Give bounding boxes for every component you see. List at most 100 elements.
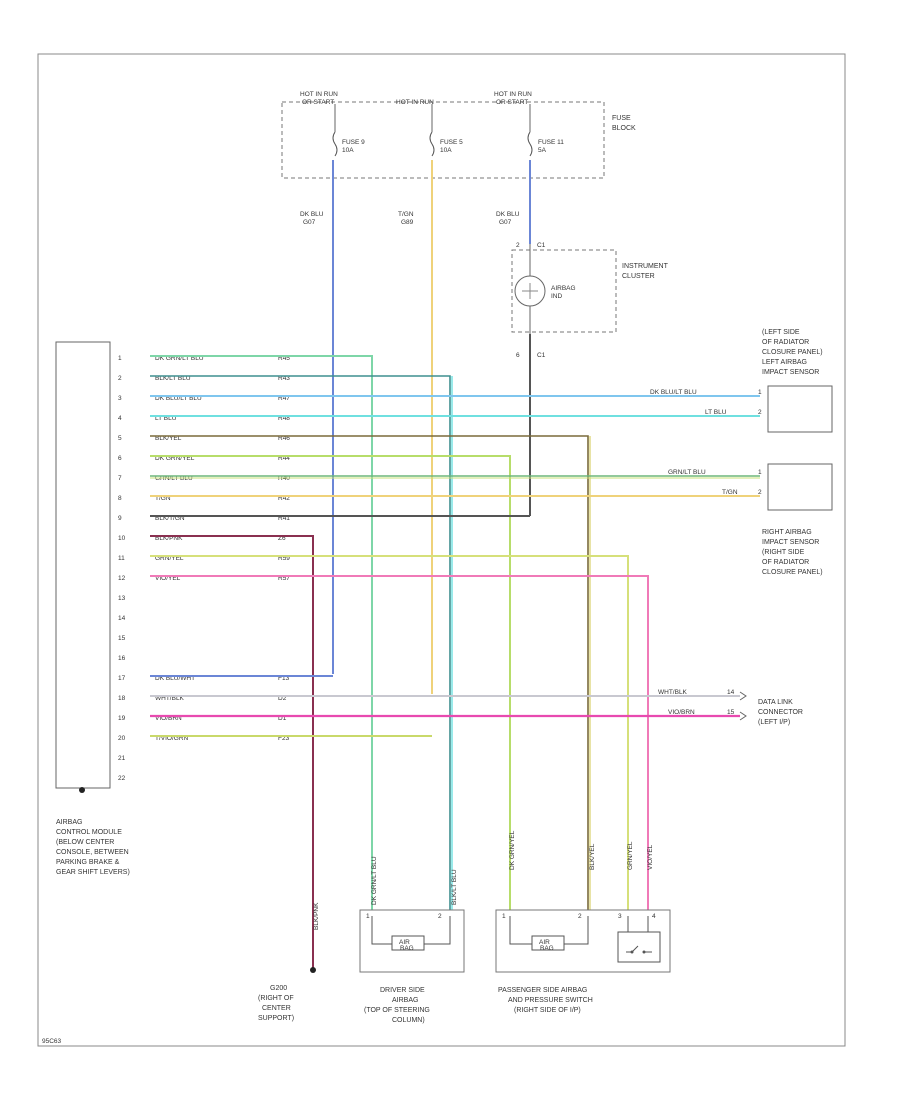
pin-number: 17 xyxy=(118,675,126,682)
pass-wire-1-label: DK GRN/YEL xyxy=(509,830,516,870)
control-module-body xyxy=(55,341,111,789)
module-label-5: PARKING BRAKE & xyxy=(56,859,120,866)
cluster-pin-top-connector: C1 xyxy=(537,242,546,249)
left-sensor-body xyxy=(767,385,833,433)
pin-number: 21 xyxy=(118,755,126,762)
right-sensor-label-5: CLOSURE PANEL) xyxy=(762,569,823,576)
fuse-c-power-label-2: OR START xyxy=(496,99,528,106)
pin-circuit: D2 xyxy=(278,695,287,702)
fuse-a-label: FUSE 9 xyxy=(342,139,365,146)
pin-circuit: R45 xyxy=(278,355,290,362)
fuse-block: HOT IN RUN OR START HOT IN RUN HOT IN RU… xyxy=(281,91,636,179)
module-label-2: CONTROL MODULE xyxy=(56,829,122,836)
switch-contact-dot-icon xyxy=(642,950,646,954)
diagram-code: 95C63 xyxy=(42,1038,62,1045)
pin-number: 4 xyxy=(118,415,122,422)
pin-number: 12 xyxy=(118,575,126,582)
left-impact-sensor: DK BLU/LT BLU 1 LT BLU 2 (LEFT SIDE OF R… xyxy=(650,329,833,433)
data-link-connector: WHT/BLK 14 VIO/BRN 15 DATA LINK CONNECTO… xyxy=(658,689,803,726)
pressure-switch-leads xyxy=(627,916,649,932)
pin-number: 8 xyxy=(118,495,122,502)
pin-wire-color: DK BLU/LT BLU xyxy=(155,395,202,402)
dlc-pin-2: 15 xyxy=(727,709,735,716)
fuse-b-label: FUSE 5 xyxy=(440,139,463,146)
wire-z6 xyxy=(150,535,314,968)
airbag-control-module: AIRBAG CONTROL MODULE (BELOW CENTER CONS… xyxy=(55,341,130,876)
cluster-pin-bottom-connector: C1 xyxy=(537,352,546,359)
pin-number: 11 xyxy=(118,555,125,562)
module-label-6: GEAR SHIFT LEVERS) xyxy=(56,869,130,876)
pass-label-2: AND PRESSURE SWITCH xyxy=(508,997,593,1004)
dlc-pin-2-arrow-icon xyxy=(739,711,747,721)
right-sensor-wire-2: T/GN xyxy=(722,489,738,496)
right-sensor-label-4: OF RADIATOR xyxy=(762,559,809,566)
dlc-pin-1-arrow-icon xyxy=(739,691,747,701)
driver-pin-1: 1 xyxy=(366,913,370,920)
fuse-block-title-2: BLOCK xyxy=(612,125,636,132)
dlc-label-3: (LEFT I/P) xyxy=(758,719,790,726)
fuse-a-power-label-2: OR START xyxy=(302,99,334,106)
driver-wire-2-label: BLK/LT BLU xyxy=(451,869,458,905)
wire-r44 xyxy=(150,455,511,912)
fuse-a-amp: 10A xyxy=(342,147,354,154)
pass-pin-2: 2 xyxy=(578,913,582,920)
pin-circuit: R44 xyxy=(278,455,290,462)
pass-label-1: PASSENGER SIDE AIRBAG xyxy=(498,987,587,994)
pass-pin-4: 4 xyxy=(652,913,656,920)
pass-airbag-inner: AIR xyxy=(539,939,550,946)
ground-label-2: (RIGHT OF xyxy=(258,995,294,1002)
passenger-side-airbag: DK GRN/YEL BLK/YEL GRN/YEL VIO/YEL 1 2 3… xyxy=(495,830,671,1014)
driver-pin-2: 2 xyxy=(438,913,442,920)
pin-number: 22 xyxy=(118,775,126,782)
right-sensor-label-2: IMPACT SENSOR xyxy=(762,539,819,546)
pin-wire-color: LT BLU xyxy=(155,415,177,422)
fuse-c-power-label: HOT IN RUN xyxy=(494,91,532,98)
wire-top-3-label: DK BLU xyxy=(496,211,520,218)
right-sensor-pin-1: 1 xyxy=(758,469,762,476)
module-label-3: (BELOW CENTER xyxy=(56,839,114,846)
pin-circuit: Z6 xyxy=(278,535,286,542)
dlc-wire-1: WHT/BLK xyxy=(658,689,688,696)
wire-r46 xyxy=(150,435,589,912)
pin-circuit: R47 xyxy=(278,395,290,402)
pin-number: 10 xyxy=(118,535,126,542)
pin-number: 9 xyxy=(118,515,122,522)
ground-label-1: G200 xyxy=(270,985,287,992)
diagram-frame xyxy=(37,53,846,1047)
driver-label-1: DRIVER SIDE xyxy=(380,987,425,994)
pin-wire-color: VIO/BRN xyxy=(155,715,182,722)
fuse-a-symbol xyxy=(332,131,338,157)
left-sensor-label-1: (LEFT SIDE xyxy=(762,329,800,336)
driver-label-4: COLUMN) xyxy=(392,1017,425,1024)
wire-r45 xyxy=(150,355,373,912)
fuse-b-symbol xyxy=(429,131,435,157)
module-ground-dot-icon xyxy=(79,787,85,793)
left-sensor-wire-2: LT BLU xyxy=(705,409,727,416)
pin-wire-color: T/GN xyxy=(155,495,171,502)
fuse-block-title: FUSE xyxy=(612,115,631,122)
left-sensor-label-2: OF RADIATOR xyxy=(762,339,809,346)
pin-number: 15 xyxy=(118,635,126,642)
pin-wire-color: VIO/YEL xyxy=(155,575,181,582)
wire-top-1-label: DK BLU xyxy=(300,211,324,218)
left-sensor-pin-2: 2 xyxy=(758,409,762,416)
pin-wire-color: BLK/YEL xyxy=(155,435,182,442)
left-sensor-pin-1: 1 xyxy=(758,389,762,396)
driver-wire-1-label: DK GRN/LT BLU xyxy=(371,856,378,905)
module-label-4: CONSOLE, BETWEEN xyxy=(56,849,129,856)
dlc-label-2: CONNECTOR xyxy=(758,709,803,716)
pin-circuit: F13 xyxy=(278,675,290,682)
instrument-cluster: 2 C1 AIRBAG IND INSTRUMENT CLUSTER 6 C1 xyxy=(511,242,669,359)
pin-circuit: F23 xyxy=(278,735,290,742)
lamp-filament-icon xyxy=(522,283,538,299)
wire-top-1-circuit: G07 xyxy=(303,219,316,226)
left-sensor-label-3: CLOSURE PANEL) xyxy=(762,349,823,356)
pin-circuit: R41 xyxy=(278,515,290,522)
driver-side-airbag: DK GRN/LT BLU BLK/LT BLU 1 2 AIR BAG DRI… xyxy=(359,856,465,1024)
ground-label-4: SUPPORT) xyxy=(258,1015,294,1022)
right-sensor-label-3: (RIGHT SIDE xyxy=(762,549,805,556)
pin-circuit: R59 xyxy=(278,555,290,562)
pin-circuit: R48 xyxy=(278,415,290,422)
ground-label-3: CENTER xyxy=(262,1005,291,1012)
